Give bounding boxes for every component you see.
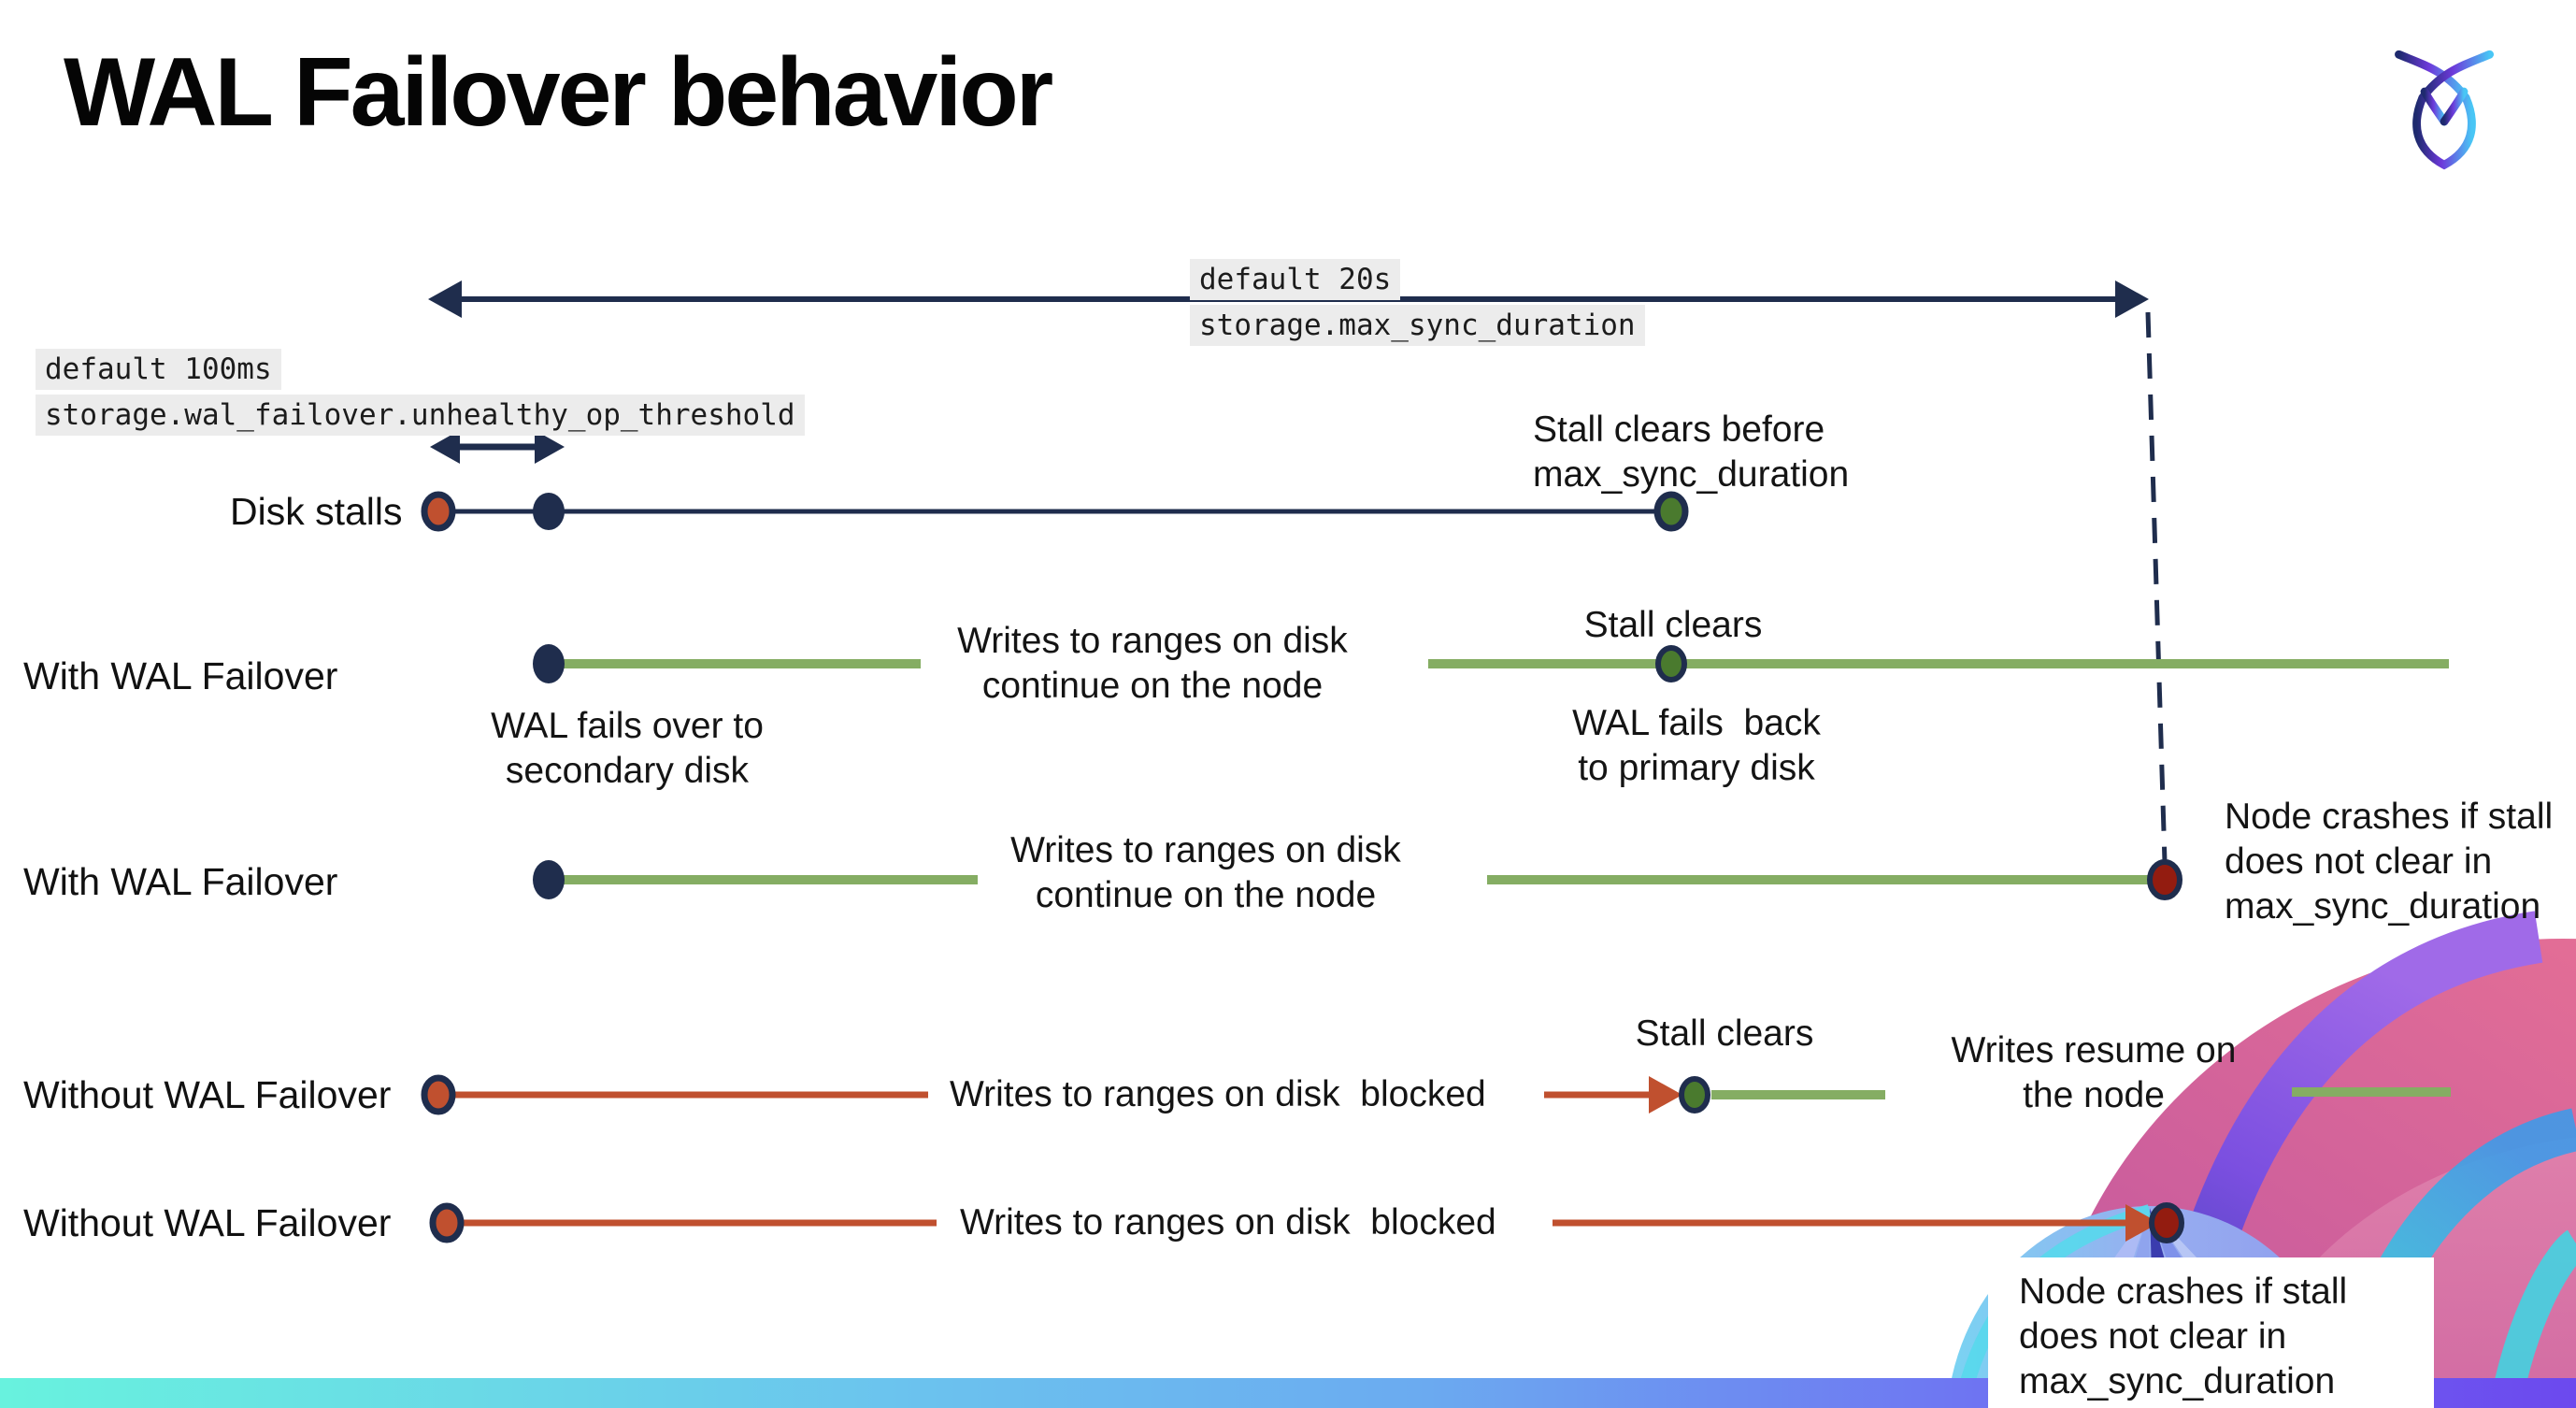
annotation-wal-fails-back: WAL fails back to primary disk: [1572, 703, 1821, 788]
row-label-with-wal-failover-1: With WAL Failover: [23, 654, 338, 697]
unhealthy-op-threshold-labels: default 100ms storage.wal_failover.unhea…: [36, 349, 805, 440]
stall-clears-dot: [1653, 491, 1689, 532]
annotation-writes-continue-2: Writes to ranges on disk continue on the…: [1010, 830, 1401, 915]
unhealthy-default-label: default 100ms: [36, 349, 281, 390]
node-crashes-callout-box: [1988, 1257, 2434, 1408]
stall-clears-dot: [1679, 1076, 1710, 1113]
row-label-without-wal-failover-2: Without WAL Failover: [23, 1201, 392, 1244]
timeline-disk-stalls: [421, 491, 1689, 532]
page-title: WAL Failover behavior: [64, 38, 1053, 147]
unhealthy-op-threshold-arrow: [430, 430, 565, 464]
failover-dot: [533, 860, 565, 899]
max-sync-deadline-dashed-line: [2145, 311, 2168, 863]
cockroachdb-logo-icon: [2395, 50, 2494, 170]
timeline-with-wal-failover-2: [533, 859, 2182, 900]
row-label-with-wal-failover-2: With WAL Failover: [23, 860, 338, 903]
max-sync-duration-labels: default 20s storage.max_sync_duration: [1190, 259, 1645, 351]
unhealthy-setting-label: storage.wal_failover.unhealthy_op_thresh…: [36, 395, 805, 436]
max-sync-setting-label: storage.max_sync_duration: [1190, 305, 1645, 346]
annotation-stall-clears-before: Stall clears before max_sync_duration: [1533, 409, 1850, 495]
stall-start-dot: [421, 1074, 456, 1115]
timeline-without-wal-failover-1: [421, 1074, 2451, 1115]
node-crash-dot: [2149, 1202, 2184, 1243]
annotation-stall-clears-2: Stall clears: [1635, 1013, 1814, 1054]
annotation-writes-blocked-1: Writes to ranges on disk blocked: [950, 1074, 1486, 1114]
row-label-disk-stalls: Disk stalls: [230, 490, 403, 533]
timeline-without-wal-failover-2: [429, 1202, 2184, 1243]
row-label-without-wal-failover-1: Without WAL Failover: [23, 1073, 392, 1116]
stall-start-dot: [429, 1202, 465, 1243]
annotation-wal-fails-over: WAL fails over to secondary disk: [491, 706, 764, 791]
annotation-writes-continue-1: Writes to ranges on disk continue on the…: [957, 621, 1348, 706]
threshold-dot: [533, 493, 565, 530]
annotation-node-crashes-1: Node crashes if stall does not clear in …: [2225, 797, 2554, 927]
annotation-writes-blocked-2: Writes to ranges on disk blocked: [960, 1202, 1496, 1243]
annotation-writes-resume: Writes resume on the node: [1951, 1030, 2237, 1115]
annotation-stall-clears-1: Stall clears: [1583, 605, 1763, 645]
stall-clears-dot: [1655, 645, 1687, 682]
node-crash-dot: [2147, 859, 2182, 900]
stall-start-dot: [421, 491, 456, 532]
failover-dot: [533, 644, 565, 683]
max-sync-default-label: default 20s: [1190, 259, 1401, 300]
annotation-node-crashes-2: Node crashes if stall does not clear in …: [2019, 1272, 2348, 1401]
timeline-with-wal-failover-1: [533, 644, 2449, 683]
